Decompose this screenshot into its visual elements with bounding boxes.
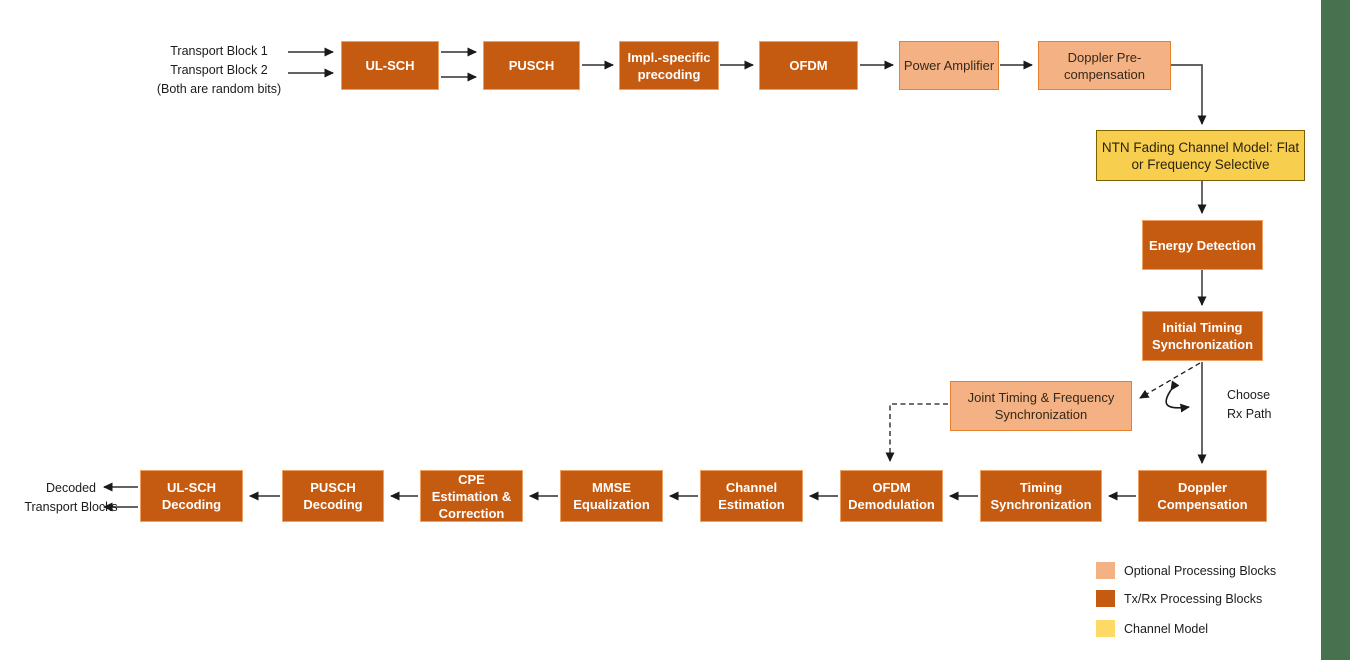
block-impl-specific-precoding: Impl.-specific precoding (619, 41, 719, 90)
legend-item-optional: Optional Processing Blocks (1096, 562, 1276, 579)
block-ul-sch: UL-SCH (341, 41, 439, 90)
block-initial-timing-synchronization: Initial Timing Synchronization (1142, 311, 1263, 361)
block-doppler-pre-compensation: Doppler Pre-compensation (1038, 41, 1171, 90)
rx-path-selector-arrow (1165, 380, 1190, 413)
block-energy-detection: Energy Detection (1142, 220, 1263, 270)
tx-chain-arrows (288, 47, 1207, 464)
choose-rx-path-label: Choose Rx Path (1227, 386, 1291, 424)
block-ul-sch-decoding: UL-SCH Decoding (140, 470, 243, 522)
block-timing-synchronization: Timing Synchronization (980, 470, 1102, 522)
block-doppler-compensation: Doppler Compensation (1138, 470, 1267, 522)
block-ofdm-demodulation: OFDM Demodulation (840, 470, 943, 522)
legend-label-txrx: Tx/Rx Processing Blocks (1124, 591, 1263, 606)
decoded-output-label: Decoded Transport Blocks (8, 479, 134, 517)
input-label-line1: Transport Block 1 (170, 44, 268, 58)
block-ofdm: OFDM (759, 41, 858, 90)
legend-item-txrx: Tx/Rx Processing Blocks (1096, 590, 1262, 607)
block-pusch-decoding: PUSCH Decoding (282, 470, 384, 522)
right-edge-green-strip (1321, 0, 1350, 660)
block-joint-timing-frequency-synchronization: Joint Timing & Frequency Synchronization (950, 381, 1132, 431)
block-power-amplifier: Power Amplifier (899, 41, 999, 90)
output-label-line2: Transport Blocks (24, 500, 118, 514)
legend-item-channel: Channel Model (1096, 620, 1208, 637)
transport-block-input-label: Transport Block 1 Transport Block 2 (Bot… (148, 42, 290, 99)
rx-chain-arrows (103, 482, 1136, 512)
output-label-line1: Decoded (45, 481, 97, 495)
choose-rx-line1: Choose (1227, 388, 1271, 402)
block-cpe-estimation-correction: CPE Estimation & Correction (420, 470, 523, 522)
legend-label-optional: Optional Processing Blocks (1124, 563, 1277, 578)
choose-rx-line2: Rx Path (1227, 407, 1272, 421)
legend-swatch-channel (1096, 620, 1115, 637)
block-ntn-fading-channel-model: NTN Fading Channel Model: Flat or Freque… (1096, 130, 1305, 181)
input-label-line2: Transport Block 2 (170, 63, 268, 77)
optional-path-dashed-arrows (885, 362, 1201, 462)
legend-swatch-txrx (1096, 590, 1115, 607)
input-label-line3: (Both are random bits) (156, 82, 282, 96)
block-channel-estimation: Channel Estimation (700, 470, 803, 522)
legend-label-channel: Channel Model (1124, 621, 1209, 636)
block-pusch: PUSCH (483, 41, 580, 90)
block-mmse-equalization: MMSE Equalization (560, 470, 663, 522)
legend-swatch-optional (1096, 562, 1115, 579)
